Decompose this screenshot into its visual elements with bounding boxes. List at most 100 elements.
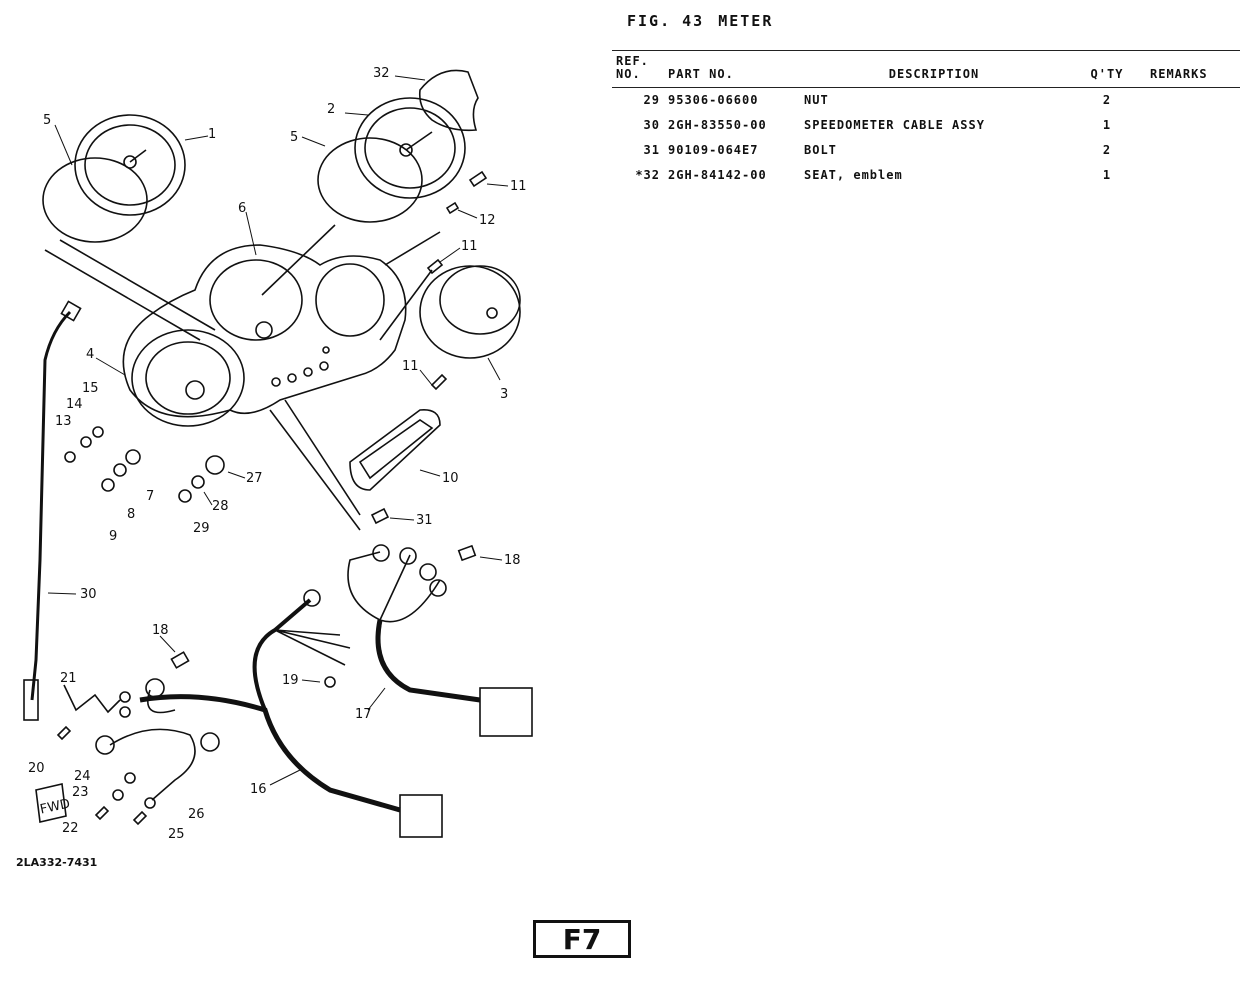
damper-part-7: [125, 449, 141, 465]
callout-9: 9: [109, 529, 117, 544]
callout-18: 18: [504, 553, 521, 568]
indicator-lens-part-10: [349, 408, 441, 491]
cell-ref: *32: [635, 168, 660, 182]
callout-16: 16: [250, 782, 267, 797]
cell-description: SEAT, emblem: [804, 168, 903, 182]
callout-7: 7: [146, 489, 154, 504]
screw-part-20: [56, 725, 72, 741]
grommet-part-15: [92, 426, 104, 438]
callout-11: 11: [510, 179, 527, 194]
cell-part-no: 90109-064E7: [668, 143, 759, 157]
figure-label: FIG. 43: [627, 12, 705, 30]
header-qty: Q'TY: [1090, 67, 1124, 81]
cell-remarks: [1146, 113, 1240, 138]
callout-14: 14: [66, 397, 83, 412]
fwd-tag: [35, 783, 67, 823]
seat-emblem-part-32: [418, 69, 479, 132]
header-remarks: REMARKS: [1150, 67, 1208, 81]
callout-32: 32: [373, 66, 390, 81]
washer-part-14: [80, 436, 92, 448]
screw-part-25: [132, 810, 148, 826]
gauge-part-3: [419, 265, 521, 359]
cell-description: NUT: [804, 93, 829, 107]
wire-harness-part-17: [375, 619, 481, 703]
callout-13: 13: [55, 414, 72, 429]
callout-3: 3: [500, 387, 508, 402]
cell-part-no: 2GH-83550-00: [668, 118, 767, 132]
meter-exploded-view: 5 1 2 5 32 6 11 12 11 3 4 11 10 31 18 15…: [23, 66, 533, 842]
cell-ref: 29: [643, 93, 660, 107]
callout-29: 29: [193, 521, 210, 536]
housing-right-part-5: [317, 137, 423, 223]
exploded-diagram: 5 1 2 5 32 6 11 12 11 3 4 11 10 31 18 15…: [0, 0, 600, 900]
catalog-code: 2LA332-7431: [16, 856, 98, 869]
header-description: DESCRIPTION: [888, 67, 980, 81]
speedometer-cable-part-30: [30, 310, 72, 701]
cell-description: BOLT: [804, 143, 837, 157]
screw-part-13: [64, 451, 76, 463]
callout-24: 24: [74, 769, 91, 784]
bulb-part-18: [457, 544, 477, 562]
callout-5: 5: [43, 113, 51, 128]
meter-housing-part-6: [122, 244, 407, 418]
cell-ref: 31: [643, 143, 660, 157]
cell-description: SPEEDOMETER CABLE ASSY: [804, 118, 985, 132]
damper-part-27: [205, 455, 225, 475]
collar-part-8: [113, 463, 127, 477]
collar-part-28: [191, 475, 205, 489]
callout-8: 8: [127, 507, 135, 522]
cell-qty: 2: [1102, 93, 1112, 107]
cell-qty: 2: [1102, 143, 1112, 157]
callout-22: 22: [62, 821, 79, 836]
connector-17: [479, 687, 533, 737]
screw-part-11: [468, 170, 488, 188]
callout-17: 17: [355, 707, 372, 722]
callout-19: 19: [282, 673, 299, 688]
callout-10: 10: [442, 471, 459, 486]
grommet-part-12: [445, 201, 460, 215]
callout-23: 23: [72, 785, 89, 800]
cell-qty: 1: [1102, 118, 1112, 132]
figure-name: METER: [718, 12, 774, 30]
callout-27: 27: [246, 471, 263, 486]
cell-remarks: [1146, 88, 1240, 114]
screw-part-22: [94, 805, 110, 821]
connector-16: [399, 794, 443, 838]
page-id: F7: [562, 922, 602, 956]
lower-case-part-4: [131, 329, 245, 427]
washer-part-9: [101, 478, 115, 492]
table-row: 29 95306-06600 NUT 2: [612, 88, 1240, 114]
page-id-box: F7: [533, 920, 631, 958]
callout-5b: 5: [290, 130, 298, 145]
callout-25: 25: [168, 827, 185, 842]
table-row: 31 90109-064E7 BOLT 2: [612, 138, 1240, 163]
header-ref-top: REF.: [616, 54, 649, 68]
cell-part-no: 95306-06600: [668, 93, 759, 107]
callout-11c: 11: [402, 359, 419, 374]
gauge-speedo-part-2: [354, 97, 466, 199]
callout-2: 2: [327, 102, 335, 117]
callout-11b: 11: [461, 239, 478, 254]
nut-part-29: [178, 489, 192, 503]
bulb-part-19: [324, 676, 336, 688]
fwd-label: FWD: [39, 797, 72, 818]
callout-1: 1: [208, 127, 216, 142]
table-header-row: REF. NO. PART NO. DESCRIPTION Q'TY REMAR…: [612, 50, 1240, 88]
callout-26: 26: [188, 807, 205, 822]
callout-15: 15: [82, 381, 99, 396]
gauge-tach-part-1: [74, 114, 186, 216]
header-ref-bottom: NO.: [616, 67, 641, 81]
callout-6: 6: [238, 201, 246, 216]
callout-21: 21: [60, 671, 77, 686]
cell-ref: 30: [643, 118, 660, 132]
table-row: *32 2GH-84142-00 SEAT, emblem 1: [612, 163, 1240, 188]
housing-left-part-5: [42, 157, 148, 243]
header-part-no: PART NO.: [668, 67, 734, 81]
bolt-part-31: [370, 507, 390, 525]
washer-part-23: [112, 789, 124, 801]
callout-20: 20: [28, 761, 45, 776]
cell-remarks: [1146, 138, 1240, 163]
callout-31: 31: [416, 513, 433, 528]
washer-part-26: [144, 797, 156, 809]
parts-table: REF. NO. PART NO. DESCRIPTION Q'TY REMAR…: [612, 50, 1240, 188]
